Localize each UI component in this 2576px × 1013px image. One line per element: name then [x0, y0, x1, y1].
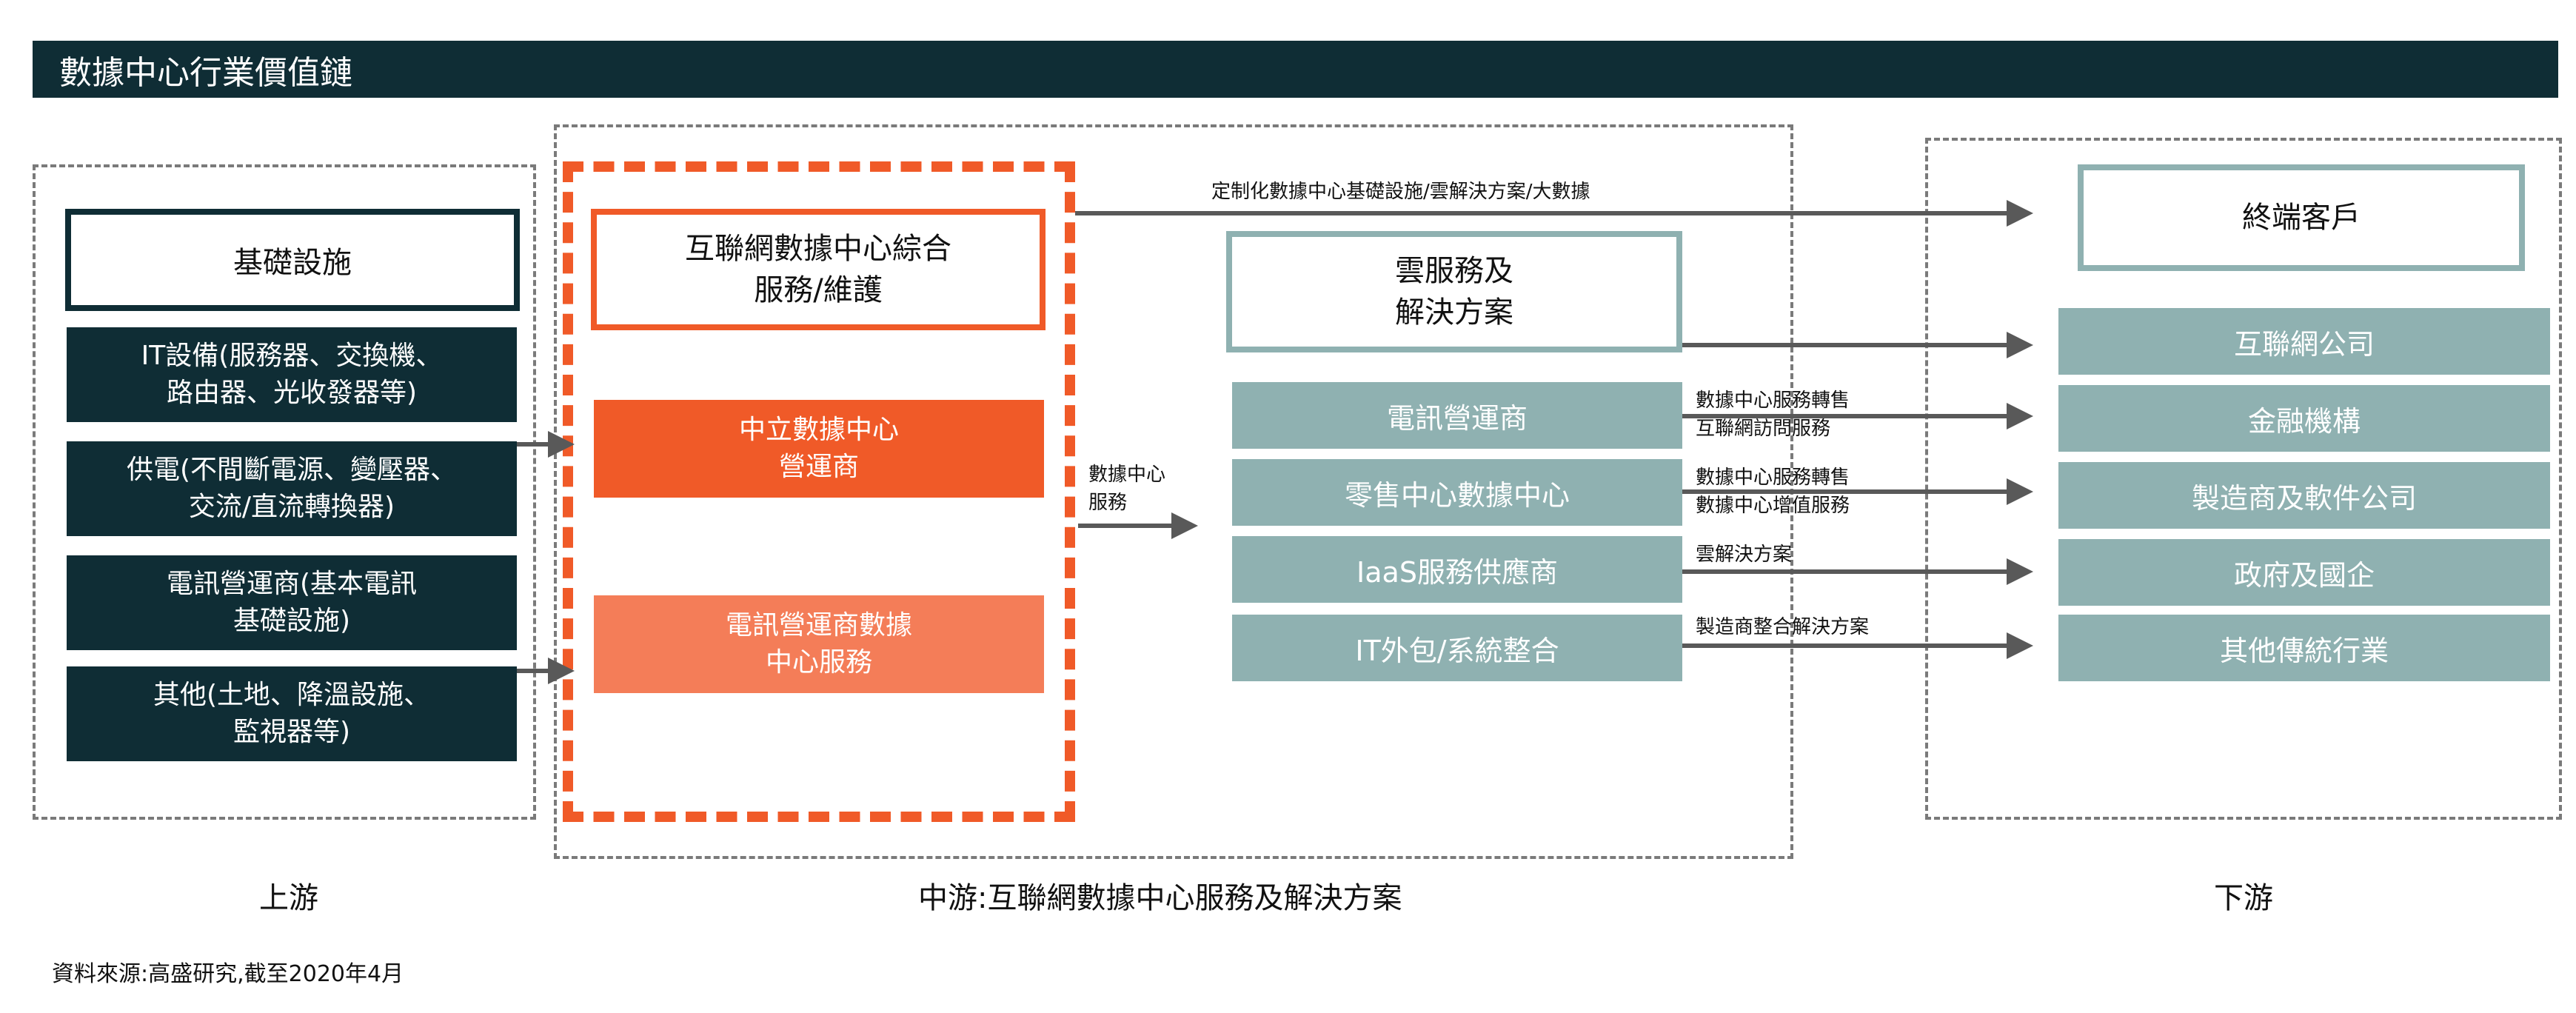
provider-arrow-label-3: 雲解決方案 [1696, 544, 1793, 566]
downstream-stage-label: 下游 [2214, 881, 2273, 915]
source-note: 資料來源:高盛研究,截至2020年4月 [52, 961, 404, 987]
provider-arrow-label-2: 數據中心服務轉售 數據中心增值服務 [1696, 467, 1850, 517]
upstream-stage-label: 上游 [259, 881, 318, 915]
upstream-item-power-supply: 供電(不間斷電源、變壓器、 交流/直流轉換器) [67, 441, 517, 536]
infrastructure-box: 基礎設施 [65, 209, 520, 311]
top-arrow-label: 定制化數據中心基礎設施/雲解決方案/大數據 [1211, 181, 1590, 203]
customer-financial-institution: 金融機構 [2058, 385, 2550, 452]
provider-it-outsourcing: IT外包/系統整合 [1232, 615, 1682, 681]
dc-service-arrow-label: 數據中心 服務 [1088, 464, 1166, 514]
provider-iaas: IaaS服務供應商 [1232, 536, 1682, 603]
neutral-dc-operator-box: 中立數據中心 營運商 [594, 400, 1044, 498]
upstream-item-it-equipment: IT設備(服務器、交換機、 路由器、光收發器等) [67, 327, 517, 422]
cloud-services-box: 雲服務及 解決方案 [1226, 231, 1682, 352]
customer-other-traditional: 其他傳統行業 [2058, 615, 2550, 681]
end-customer-box: 終端客戶 [2078, 164, 2525, 271]
provider-arrow-label-4: 製造商整合解決方案 [1696, 616, 1870, 638]
customer-government-soe: 政府及國企 [2058, 539, 2550, 606]
provider-arrow-label-1: 數據中心服務轉售 互聯網訪問服務 [1696, 390, 1850, 440]
telecom-dc-service-box: 電訊營運商數據 中心服務 [594, 595, 1044, 693]
upstream-item-telecom-operator: 電訊營運商(基本電訊 基礎設施) [67, 555, 517, 650]
idc-integrated-services-box: 互聯網數據中心綜合 服務/維護 [591, 209, 1046, 330]
page-title: 數據中心行業價值鏈 [33, 41, 2558, 98]
downstream-group [1925, 138, 2562, 820]
midstream-stage-label: 中游:互聯網數據中心服務及解決方案 [918, 881, 1402, 915]
idc-services-group [563, 161, 1075, 822]
customer-internet-company: 互聯網公司 [2058, 308, 2550, 375]
upstream-item-others: 其他(土地、降溫設施、 監視器等) [67, 666, 517, 761]
upstream-group [33, 164, 536, 820]
customer-manufacturer-software: 製造商及軟件公司 [2058, 462, 2550, 529]
provider-retail-dc: 零售中心數據中心 [1232, 459, 1682, 526]
provider-telecom-operator: 電訊營運商 [1232, 382, 1682, 449]
